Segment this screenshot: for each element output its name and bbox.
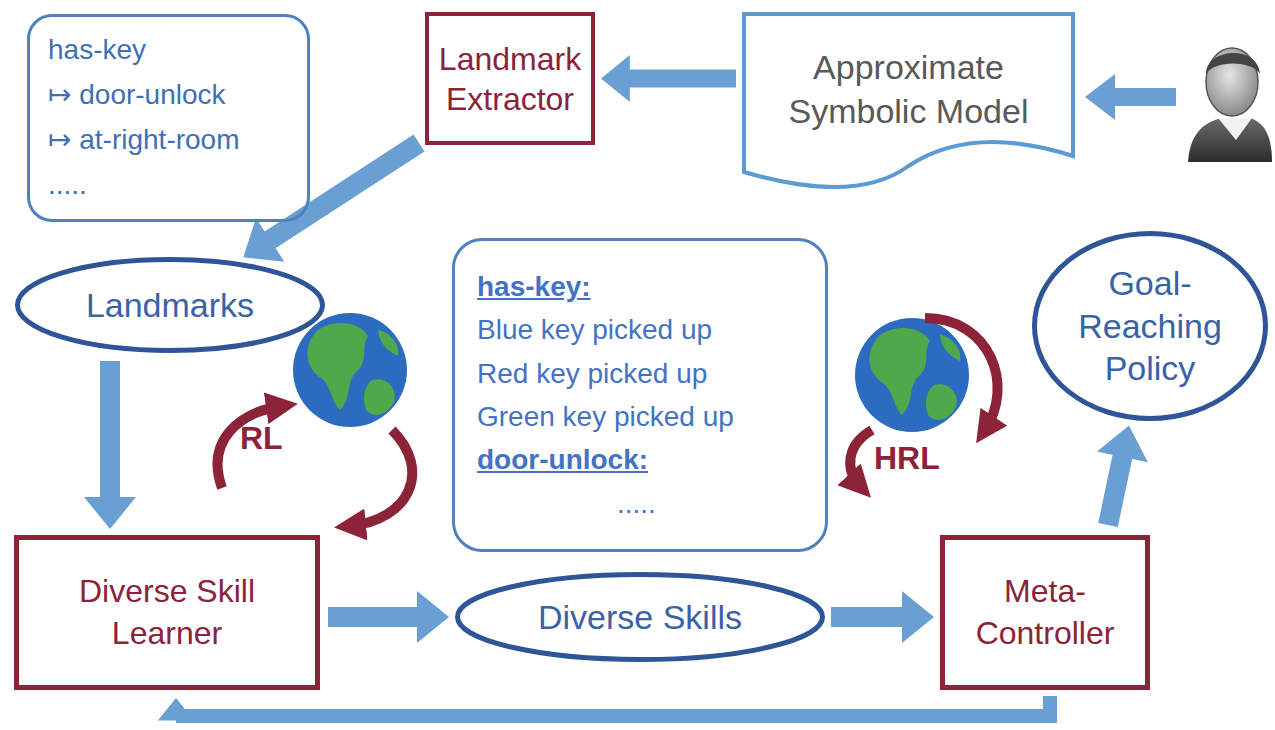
node-outline (1035, 234, 1266, 419)
note-box: has-key:Blue key picked upRed key picked… (452, 238, 828, 552)
arrow-shaft (176, 696, 1050, 719)
arrow-head (601, 55, 630, 102)
cycle-arrow (925, 318, 998, 430)
node-outline (18, 260, 323, 351)
node-text: Goal-Reaching Policy (1068, 262, 1232, 390)
arrow-shaft (269, 143, 419, 240)
node-text: Diverse Skills (538, 597, 742, 638)
document-shape: Approximate Symbolic Model (742, 12, 1075, 190)
node-text: has-key: (477, 265, 591, 308)
loop-label: RL (240, 420, 283, 457)
data-ellipse: Goal-Reaching Policy (1032, 231, 1268, 421)
node-text: door-unlock: (477, 438, 648, 481)
process-box: Meta-Controller (940, 535, 1150, 690)
node-text: Red key picked up (477, 352, 707, 395)
arrow-head (243, 218, 284, 262)
node-outline (744, 14, 1073, 187)
node-outline (458, 575, 823, 660)
arrow-head (417, 591, 449, 643)
node-text: ↦ door-unlock (48, 73, 226, 118)
flow-arrow (328, 591, 449, 643)
flow-arrow (831, 591, 934, 643)
node-text: has-key (48, 28, 146, 73)
arrow-head (158, 698, 194, 720)
node-text: Diverse Skill Learner (33, 571, 301, 654)
node-text: Landmark Extractor (439, 39, 581, 119)
arrow-head (1097, 426, 1148, 463)
process-box: Diverse Skill Learner (14, 535, 320, 690)
node-text: Approximate Symbolic Model (782, 45, 1035, 133)
cycle-arrow (850, 430, 872, 486)
loop-label: HRL (874, 440, 940, 477)
flow-arrow (243, 143, 419, 262)
flow-arrow (601, 55, 736, 102)
node-text: Landmarks (86, 285, 254, 326)
process-box: Landmark Extractor (425, 12, 595, 145)
cycle-arrow (218, 406, 282, 488)
flow-arrow (1097, 426, 1148, 525)
data-ellipse: Diverse Skills (455, 572, 825, 662)
node-text: ..... (48, 163, 87, 208)
node-text: Meta-Controller (957, 571, 1133, 654)
node-text: ..... (477, 482, 656, 525)
flow-arrow (158, 696, 1050, 720)
cycle-arrow (350, 430, 412, 526)
input-arrow (1085, 74, 1176, 120)
arrow-head (902, 591, 934, 643)
node-text: Blue key picked up (477, 308, 712, 351)
arrow-shaft (100, 361, 120, 498)
environment-globe (855, 318, 969, 432)
person-icon (1188, 48, 1272, 162)
node-text: ↦ at-right-room (48, 118, 240, 163)
arrow-shaft (629, 70, 736, 88)
arrow-shaft (328, 607, 418, 627)
note-box: has-key↦ door-unlock↦ at-right-room..... (27, 14, 310, 222)
environment-globe (293, 313, 407, 427)
flow-arrow (84, 361, 136, 529)
data-ellipse: Landmarks (15, 257, 325, 353)
arrow-shaft (1108, 456, 1123, 525)
node-text: Green key picked up (477, 395, 734, 438)
arrow-head (84, 497, 136, 529)
arrow-shaft (831, 607, 903, 627)
